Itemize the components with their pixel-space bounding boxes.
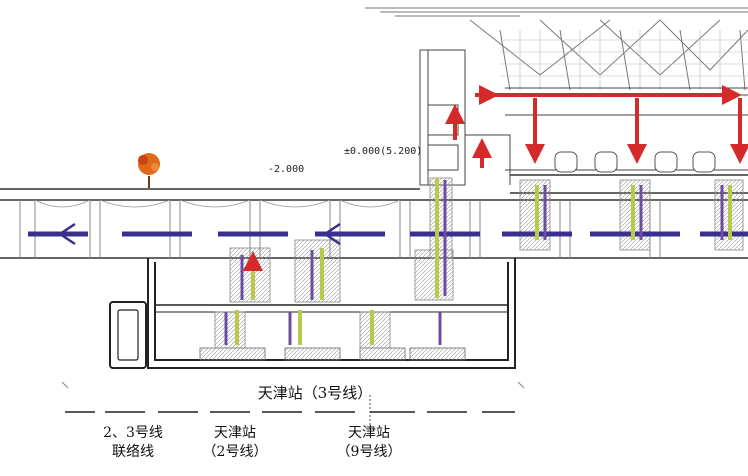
link-line-label-1: 2、3号线 [103,425,163,441]
lower-platforms [199,347,466,361]
elevation-ground: ±0.000(5.200) [344,146,423,157]
concourse-arches [34,199,401,208]
station-roof [365,7,748,91]
elevation-concourse: -2.000 [268,164,305,175]
green-up-flows [235,178,732,345]
line9-station-label-1: 天津站 [348,425,390,441]
stair-shafts [214,177,744,349]
roof-glazing [500,30,748,90]
tree-icon [138,153,160,188]
link-tunnel [109,301,147,369]
line2-station-label-2: （2号线） [202,444,268,460]
red-flow-arrows [445,85,748,168]
line9-station-label-2: （9号线） [336,444,402,460]
link-line-label-2: 联络线 [112,444,154,460]
purple-down-flows [224,180,724,345]
concourse-columns [19,200,661,258]
span-lines [65,395,515,430]
main-station-label: 天津站（3号线） [257,384,373,402]
line2-station-label-1: 天津站 [214,425,256,441]
blue-direction-arrows [57,222,341,246]
span-end-marks [61,381,525,389]
